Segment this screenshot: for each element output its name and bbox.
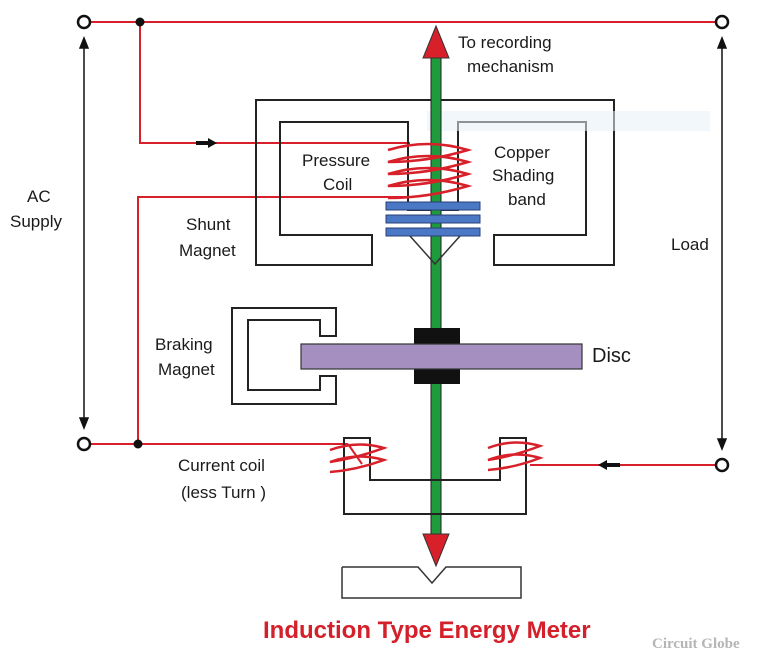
bottom-block: [341, 566, 522, 599]
label-magnet: Magnet: [179, 241, 236, 260]
spindle: [430, 54, 442, 536]
flow-arrow-icon: [196, 138, 217, 148]
label-to-recording: To recording: [458, 33, 552, 52]
current-coil-left: [329, 443, 388, 474]
label-band: band: [508, 190, 546, 209]
label-shunt: Shunt: [186, 215, 231, 234]
pole-tip: [409, 235, 461, 266]
watermark: Circuit Globe: [652, 636, 740, 652]
bearing-bottom: [414, 368, 460, 384]
label-load: Load: [671, 235, 709, 254]
shading-band: [385, 227, 481, 237]
label-less-turn: (less Turn ): [181, 483, 266, 502]
terminal-top-left: [76, 14, 92, 30]
junction-dot: [135, 17, 145, 27]
faint-rectangle: [427, 111, 710, 131]
label-copper: Copper: [494, 143, 550, 162]
shading-band: [385, 201, 481, 211]
label-braking: Braking: [155, 335, 213, 354]
braking-magnet: [231, 307, 337, 405]
flow-arrow-icon: [598, 460, 620, 470]
label-coil: Coil: [323, 175, 352, 194]
terminal-bottom-left: [76, 436, 92, 452]
down-arrow-icon: [422, 533, 450, 568]
pressure-coil-return-wire: [137, 196, 410, 444]
current-coil-right: [487, 441, 544, 472]
label-shading: Shading: [492, 166, 554, 185]
ac-supply-arrow: [78, 35, 90, 431]
pressure-coil: [387, 142, 473, 200]
label-supply: Supply: [10, 212, 62, 231]
load-arrow: [716, 35, 728, 452]
label-pressure: Pressure: [302, 151, 370, 170]
shading-band: [385, 214, 481, 224]
disc: [300, 343, 583, 370]
current-coil-left-wire: [347, 443, 363, 465]
label-ac: AC: [27, 187, 51, 206]
junction-dot: [133, 439, 143, 449]
label-mechanism: mechanism: [467, 57, 554, 76]
diagram-title: Induction Type Energy Meter: [263, 617, 591, 644]
label-current-coil: Current coil: [178, 456, 265, 475]
label-disc: Disc: [592, 345, 631, 367]
bearing-top: [414, 328, 460, 344]
terminal-bottom-right: [714, 457, 730, 473]
up-arrow-icon: [422, 24, 450, 59]
terminal-top-right: [714, 14, 730, 30]
label-braking-magnet: Magnet: [158, 360, 215, 379]
pressure-coil-feed-wire: [139, 22, 410, 144]
